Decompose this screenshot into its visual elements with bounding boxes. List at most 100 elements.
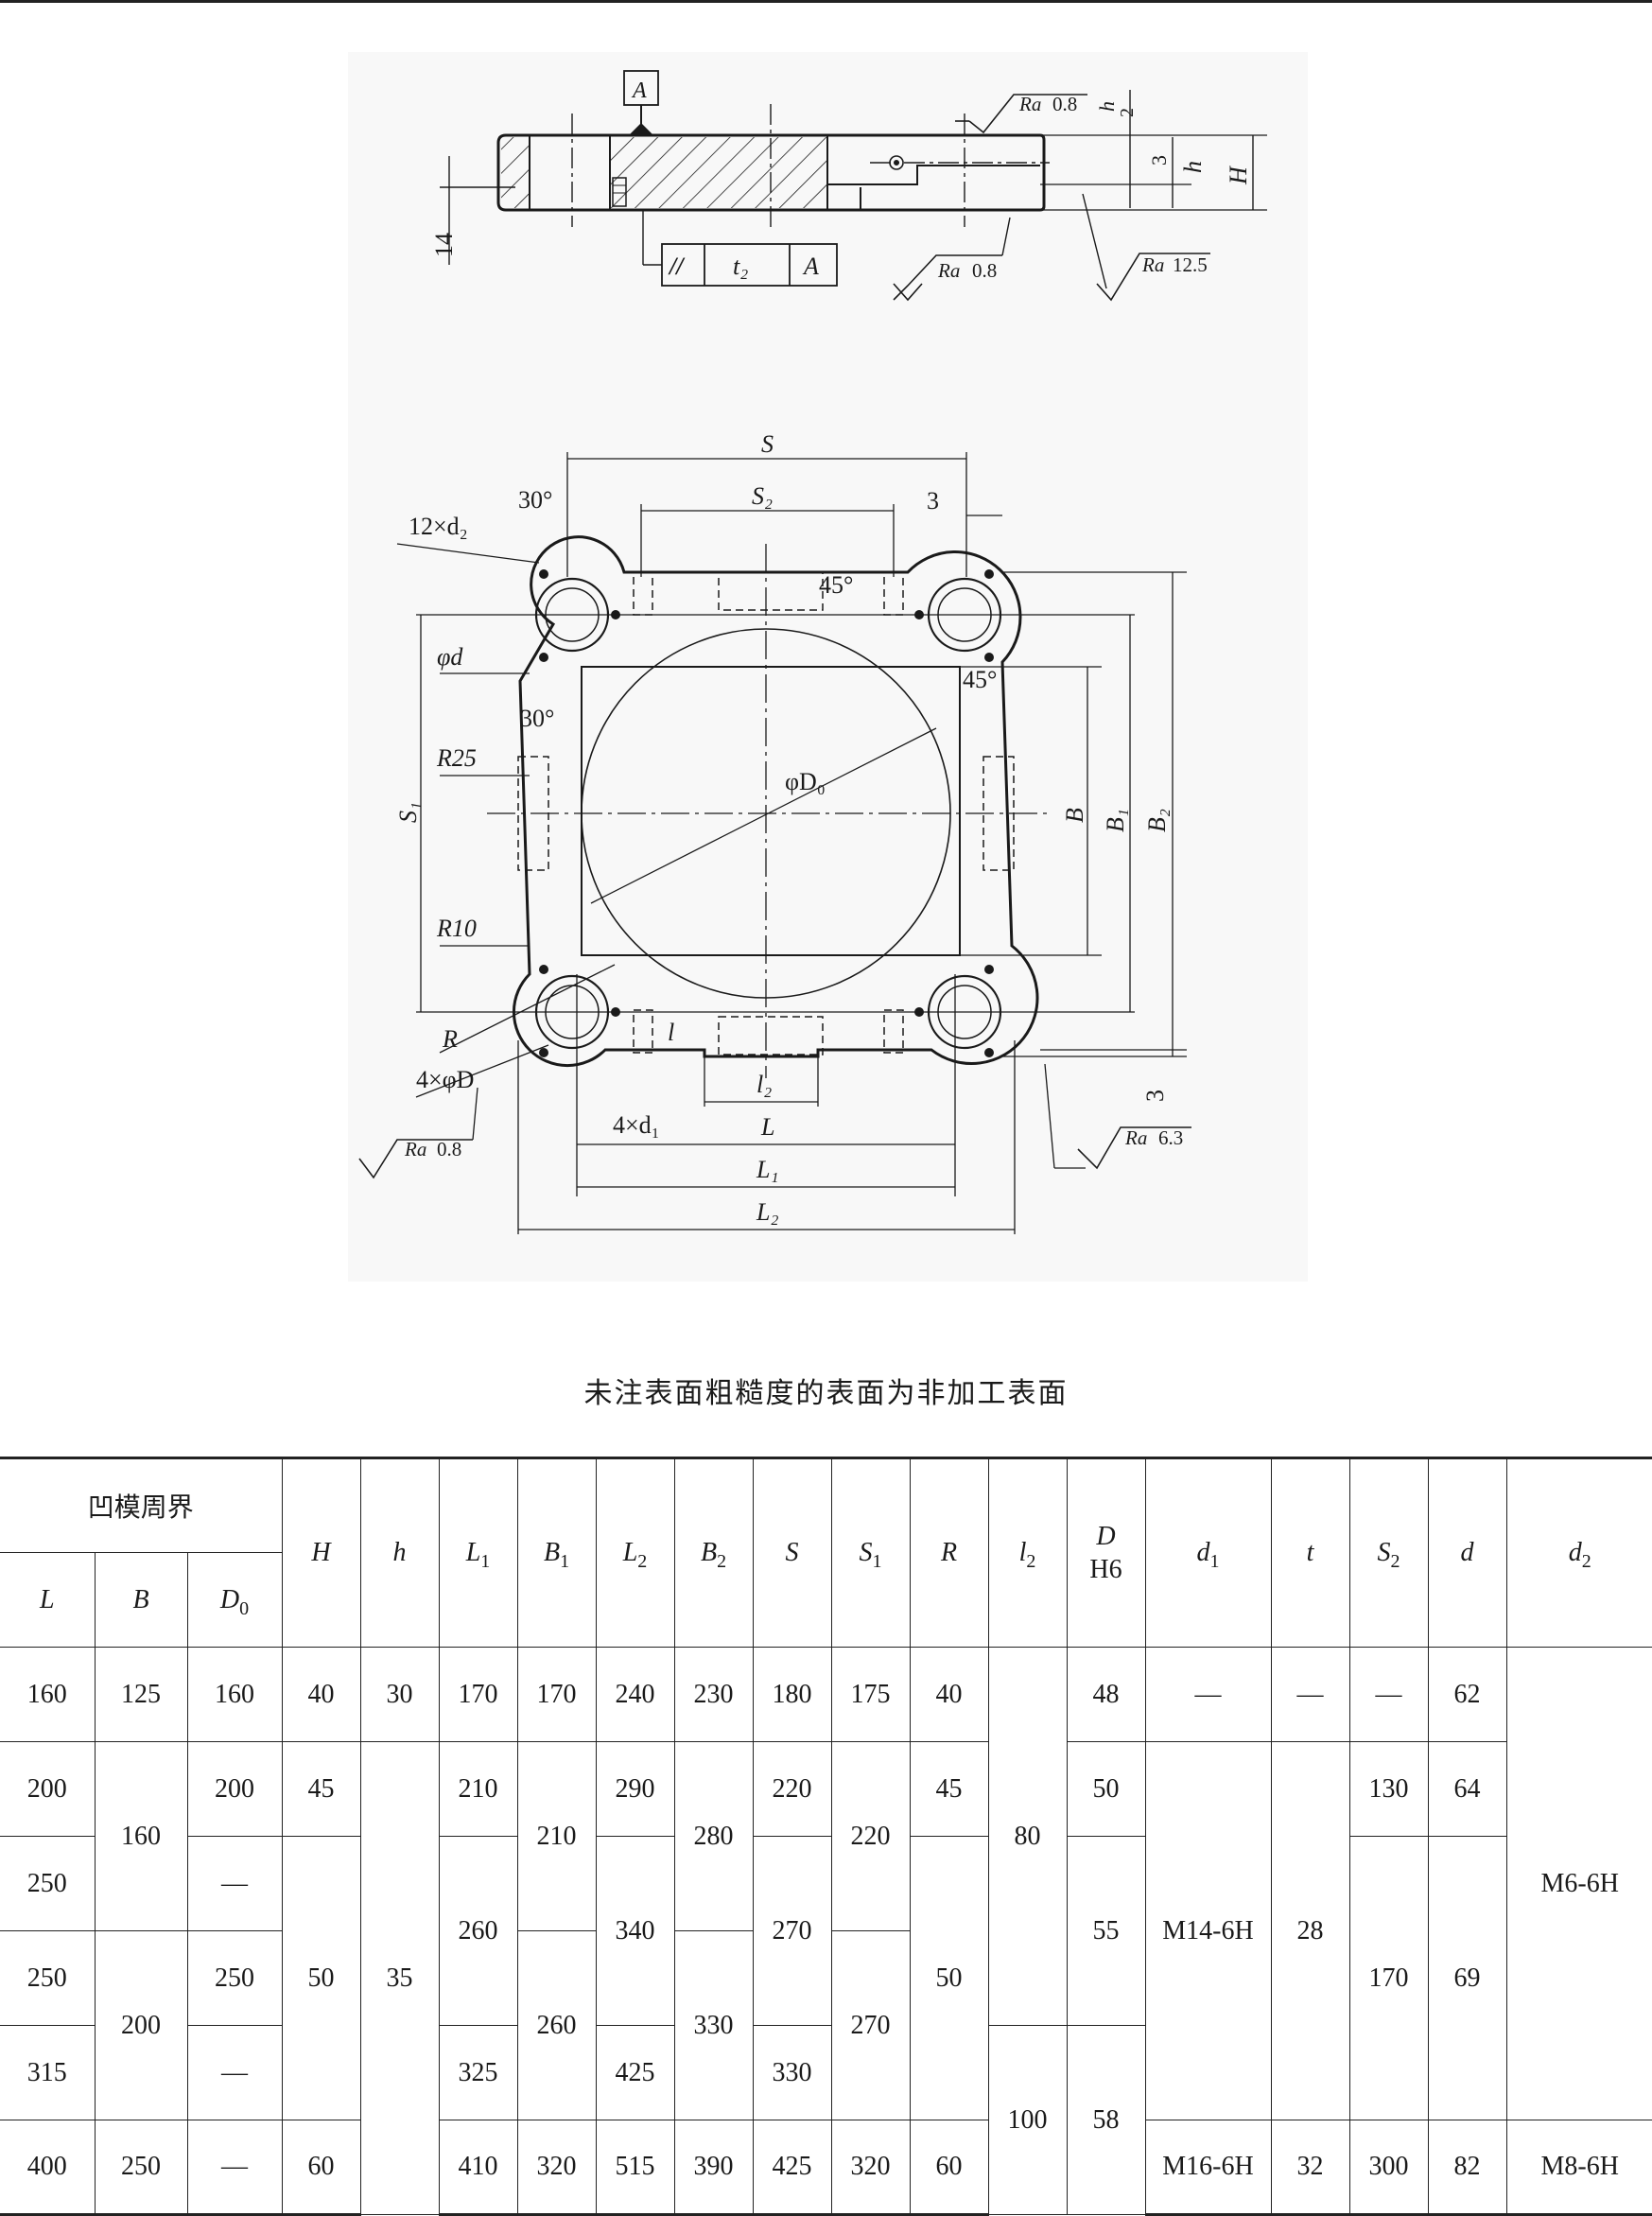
- hdr-d2: d2: [1505, 1457, 1652, 1648]
- cell: 62: [1427, 1647, 1507, 1742]
- cell: 290: [595, 1741, 675, 1837]
- dim-14: 14: [430, 233, 458, 257]
- cell: 390: [673, 2120, 754, 2216]
- ra-value-4: 0.8: [437, 1138, 461, 1160]
- hdr-S2: S2: [1348, 1457, 1429, 1648]
- cell: 60: [281, 2120, 361, 2216]
- cell: 260: [438, 1836, 518, 2026]
- hdr-L1: L1: [438, 1457, 518, 1648]
- caption-note: 未注表面粗糙度的表面为非加工表面: [583, 1377, 1069, 1410]
- hdr-R: R: [909, 1457, 989, 1648]
- dim-R10: R10: [436, 915, 477, 942]
- plan-view: S S₂ 3 30° 12×d₂ φd 30° 45° 45° R25 S₁ φ…: [358, 430, 1191, 1234]
- dim-R25: R25: [436, 744, 477, 772]
- dim-phi-d: φd: [437, 643, 463, 671]
- hdr-B1: B1: [516, 1457, 597, 1648]
- cell: M8-6H: [1505, 2120, 1652, 2216]
- cell: 50: [281, 1836, 361, 2120]
- cell: —: [186, 1836, 283, 1931]
- ra-value-1: 0.8: [1052, 93, 1077, 115]
- table-row: 250 200 250 260 330 270: [0, 1930, 1652, 2120]
- dim-L1: L₁: [756, 1156, 779, 1183]
- table-row: 250 — 50 260 340 270 50 55 170 69: [0, 1836, 1652, 2120]
- hdr-B: B: [94, 1552, 188, 1648]
- cell: 48: [1066, 1647, 1146, 1742]
- dim-4xphiD: 4×φD: [416, 1066, 474, 1093]
- dim-h: h: [1179, 161, 1207, 173]
- cell: 210: [438, 1741, 518, 1837]
- dim-R: R: [442, 1025, 458, 1053]
- cell: 200: [186, 1741, 283, 1837]
- dim-12xd2: 12×d₂: [409, 513, 468, 540]
- hdr-d: d: [1427, 1457, 1507, 1648]
- hdr-L: L: [0, 1552, 96, 1648]
- ra-value-3: 12.5: [1173, 253, 1208, 276]
- cell: 425: [595, 2025, 675, 2120]
- ra-label-2: Ra: [937, 259, 960, 282]
- dim-L2: L₂: [756, 1198, 779, 1226]
- cell: 320: [830, 2120, 911, 2216]
- cell: 410: [438, 2120, 518, 2216]
- cell: 60: [909, 2120, 989, 2216]
- cell: 230: [673, 1647, 754, 1742]
- cell: 330: [752, 2025, 832, 2120]
- cell: 35: [359, 1741, 440, 2215]
- cell: 260: [516, 1930, 597, 2120]
- hdr-S: S: [752, 1457, 832, 1648]
- cell: 40: [281, 1647, 361, 1742]
- cell: 45: [281, 1741, 361, 1837]
- dim-S1: S₁: [394, 802, 422, 823]
- cell: 30: [359, 1647, 440, 1742]
- dim-H: H: [1225, 166, 1252, 185]
- ra-label-1: Ra: [1018, 93, 1041, 115]
- cell: 80: [987, 1647, 1068, 2026]
- cell: 330: [673, 1930, 754, 2120]
- dim-45-top: 45°: [819, 571, 853, 599]
- cell: 325: [438, 2025, 518, 2120]
- technical-drawing: A 14: [358, 70, 1267, 1234]
- dim-l2: l₂: [756, 1071, 772, 1098]
- cell: —: [1348, 1647, 1429, 1742]
- cell: 69: [1427, 1836, 1507, 2120]
- cell: 160: [94, 1741, 188, 1931]
- hdr-l2: l2: [987, 1457, 1068, 1648]
- cell: 280: [673, 1741, 754, 1931]
- cell: 200: [94, 1930, 188, 2120]
- cell: 250: [186, 1930, 283, 2026]
- cell: 58: [1066, 2025, 1146, 2215]
- cell: 250: [0, 1930, 96, 2026]
- cell: 400: [0, 2120, 96, 2216]
- cell: 82: [1427, 2120, 1507, 2216]
- table-row: 160 125 160 40 30 170 170 240 230 180 17…: [0, 1647, 1652, 2120]
- datum-label: A: [631, 79, 647, 103]
- cell: 170: [516, 1647, 597, 1742]
- cell: 300: [1348, 2120, 1429, 2216]
- cell: 170: [1348, 1836, 1429, 2120]
- dim-h-half-2: 2: [1117, 108, 1138, 117]
- cell: M16-6H: [1144, 2120, 1272, 2216]
- cell: —: [1270, 1647, 1350, 1742]
- dim-30-left: 30°: [520, 705, 554, 732]
- dim-4xd1: 4×d₁: [613, 1111, 660, 1139]
- table-row: 200 160 200 45 35 210 210 290 280 220 22…: [0, 1741, 1652, 2215]
- hdr-h: h: [359, 1457, 440, 1648]
- cell: 250: [94, 2120, 188, 2216]
- dim-45-right: 45°: [963, 666, 997, 693]
- ra-value-5: 6.3: [1158, 1126, 1183, 1149]
- ra-label-4: Ra: [404, 1138, 426, 1160]
- cell: —: [186, 2025, 283, 2120]
- cell: 320: [516, 2120, 597, 2216]
- cell: 160: [0, 1647, 96, 1742]
- section-view: A 14: [430, 70, 1267, 302]
- table-row: 315 — 325 425 330 100 58: [0, 2025, 1652, 2215]
- hdr-d1: d1: [1144, 1457, 1272, 1648]
- hdr-B2: B2: [673, 1457, 754, 1648]
- cell: 240: [595, 1647, 675, 1742]
- hdr-H: H: [281, 1457, 361, 1648]
- cell: 425: [752, 2120, 832, 2216]
- hdr-L2: L2: [595, 1457, 675, 1648]
- cell: 28: [1270, 1741, 1350, 2120]
